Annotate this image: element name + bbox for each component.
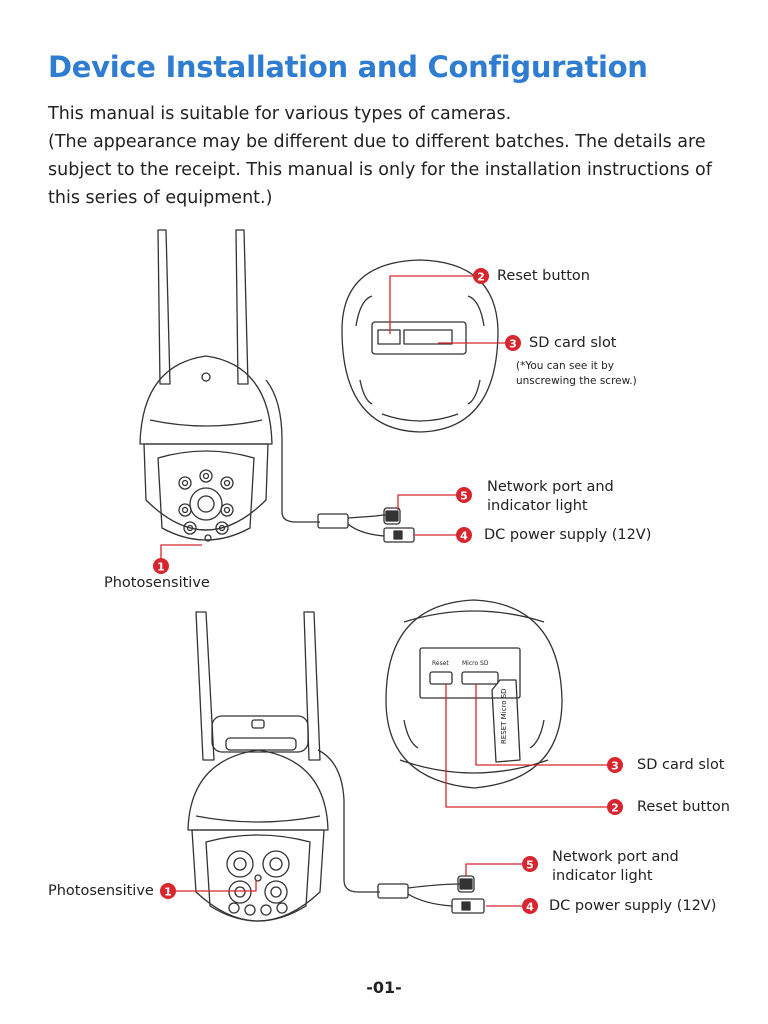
port-micro-sd-label: Micro SD [462,660,489,667]
camera-1-illustration [139,229,415,543]
marker-5-top: 5 [460,490,468,503]
camera-2-illustration [187,611,485,922]
marker-3-top: 3 [509,338,517,351]
network-port-label-1: Network port and indicator light [487,479,614,514]
marker-1-top: 1 [157,561,165,574]
marker-2-bottom: 2 [611,802,619,815]
sd-card-slot-label-1: SD card slot [529,335,617,351]
cover-label: RESET Micro SD [500,688,508,744]
dc-power-label-1: DC power supply (12V) [484,527,652,543]
markers: 2 3 5 4 1 3 2 5 4 1 [153,268,623,914]
page-number: -01- [366,978,402,997]
photosensitive-label-1: Photosensitive [104,575,210,591]
sd-card-note: (*You can see it by unscrewing the screw… [516,360,637,387]
intro-line-1: This manual is suitable for various type… [48,104,512,124]
marker-4-top: 4 [460,530,468,543]
reset-button-label-2: Reset button [637,799,730,815]
dc-power-label-2: DC power supply (12V) [549,898,717,914]
port-reset-label: Reset [432,660,449,667]
marker-3-bottom: 3 [611,760,619,773]
reset-button-label-1: Reset button [497,268,590,284]
intro-text: This manual is suitable for various type… [48,100,728,212]
camera-1-detail-illustration [341,259,499,433]
marker-2-top: 2 [477,271,485,284]
camera-2-detail-illustration [385,599,563,789]
page-title: Device Installation and Configuration [48,50,648,84]
photosensitive-label-2: Photosensitive [48,883,154,899]
intro-line-2: (The appearance may be different due to … [48,132,712,208]
marker-1-bottom: 1 [164,886,172,899]
sd-card-slot-label-2: SD card slot [637,757,725,773]
network-port-label-2: Network port and indicator light [552,849,679,884]
marker-4-bottom: 4 [526,901,534,914]
marker-5-bottom: 5 [526,859,534,872]
